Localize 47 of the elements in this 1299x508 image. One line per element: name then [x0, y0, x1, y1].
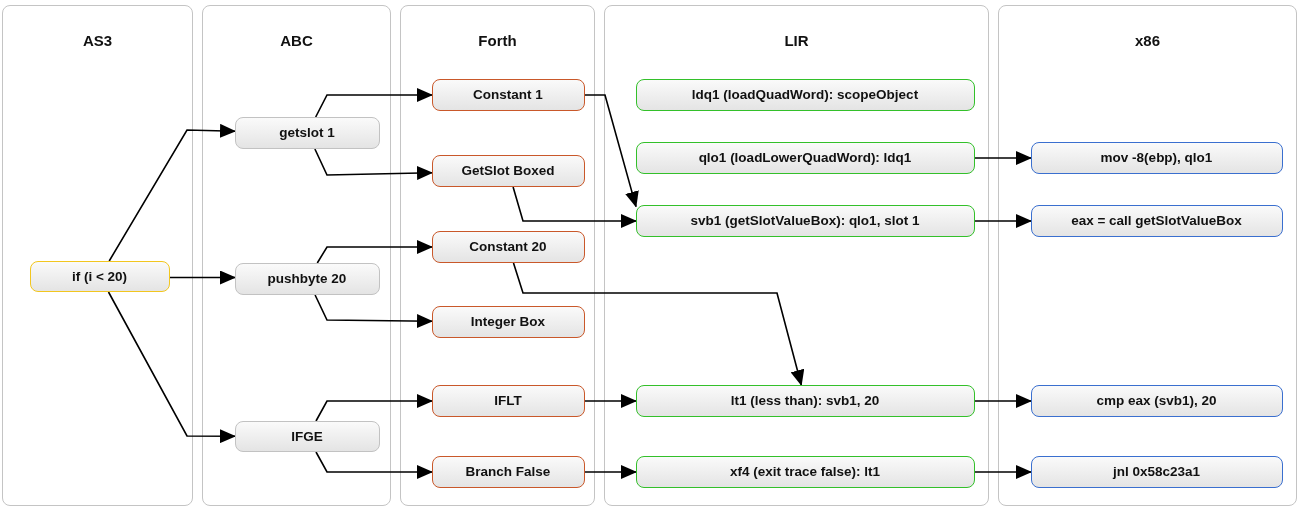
arrow — [584, 394, 637, 408]
swimlane — [2, 5, 193, 506]
arrow — [108, 123, 236, 262]
process-box: if (i < 20) — [29, 260, 170, 292]
arrow — [107, 291, 236, 444]
arrow — [169, 270, 236, 285]
process-box: Integer Box — [431, 305, 585, 338]
arrow — [584, 94, 639, 208]
process-box: getslot 1 — [234, 116, 380, 149]
process-box: qlo1 (loadLowerQuadWord): ldq1 — [635, 141, 975, 174]
arrow — [314, 88, 433, 118]
arrow — [512, 186, 637, 228]
process-box: Branch False — [431, 455, 585, 488]
process-box: pushbyte 20 — [234, 262, 380, 295]
lane-heading: ABC — [280, 32, 313, 49]
swimlane — [400, 5, 595, 506]
process-box: IFLT — [431, 384, 585, 417]
arrow — [315, 394, 433, 422]
process-box: xf4 (exit trace false): lt1 — [635, 455, 975, 488]
arrow — [584, 465, 637, 479]
process-box: cmp eax (svb1), 20 — [1030, 384, 1283, 417]
process-box: GetSlot Boxed — [431, 154, 585, 187]
arrow — [974, 465, 1032, 479]
arrow — [314, 294, 433, 329]
arrow — [974, 214, 1032, 228]
process-box: mov -8(ebp), qlo1 — [1030, 141, 1283, 174]
lane-heading: LIR — [784, 32, 809, 49]
arrow — [512, 262, 805, 386]
process-box: Constant 1 — [431, 78, 585, 111]
lane-heading: AS3 — [82, 32, 113, 49]
process-box: ldq1 (loadQuadWord): scopeObject — [635, 78, 975, 111]
lane-heading: Forth — [478, 32, 517, 49]
arrow — [974, 151, 1032, 165]
swimlane — [202, 5, 391, 506]
process-box: eax = call getSlotValueBox — [1030, 204, 1283, 237]
arrow — [314, 148, 433, 181]
process-box: IFGE — [234, 420, 380, 452]
process-box: jnl 0x58c23a1 — [1030, 455, 1283, 488]
arrow — [315, 451, 433, 479]
process-box: lt1 (less than): svb1, 20 — [635, 384, 975, 417]
swimlane — [604, 5, 989, 506]
process-box: Constant 20 — [431, 230, 585, 263]
lane-heading: x86 — [1135, 32, 1160, 49]
swimlane — [998, 5, 1297, 506]
arrow — [316, 240, 433, 264]
arrow — [974, 394, 1032, 408]
process-box: svb1 (getSlotValueBox): qlo1, slot 1 — [635, 204, 975, 237]
